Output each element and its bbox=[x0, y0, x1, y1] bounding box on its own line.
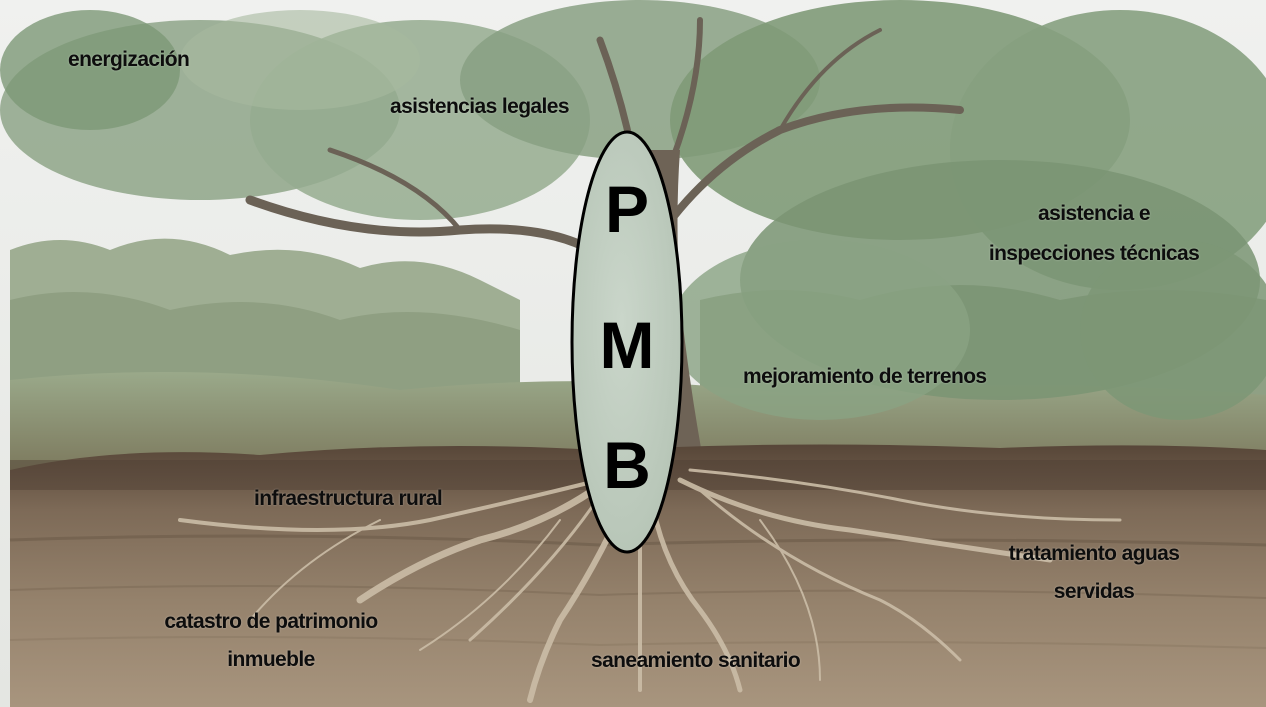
label-asistencia-tecnica-line2: inspecciones técnicas bbox=[948, 241, 1240, 267]
oval-letter-m: M bbox=[600, 308, 655, 382]
label-catastro-line1: catastro de patrimonio bbox=[110, 609, 432, 635]
label-catastro-patrimonio: catastro de patrimonio inmueble bbox=[110, 609, 432, 673]
label-asistencias-legales: asistencias legales bbox=[390, 94, 569, 120]
oval-letter-p: P bbox=[605, 172, 649, 246]
label-asistencia-tecnica-line1: asistencia e bbox=[948, 201, 1240, 227]
oval-letter-b: B bbox=[603, 428, 651, 502]
label-infraestructura-rural: infraestructura rural bbox=[254, 486, 442, 512]
label-asistencia-tecnica: asistencia e inspecciones técnicas bbox=[948, 201, 1240, 267]
label-saneamiento-sanitario: saneamiento sanitario bbox=[591, 648, 800, 674]
label-tratamiento-aguas: tratamiento aguas servidas bbox=[966, 541, 1222, 605]
label-energizacion: energización bbox=[68, 47, 189, 73]
label-tratamiento-line1: tratamiento aguas bbox=[966, 541, 1222, 567]
pmb-oval: P M B bbox=[572, 132, 682, 552]
label-catastro-line2: inmueble bbox=[110, 647, 432, 673]
label-tratamiento-line2: servidas bbox=[966, 579, 1222, 605]
label-mejoramiento-terrenos: mejoramiento de terrenos bbox=[743, 364, 987, 390]
